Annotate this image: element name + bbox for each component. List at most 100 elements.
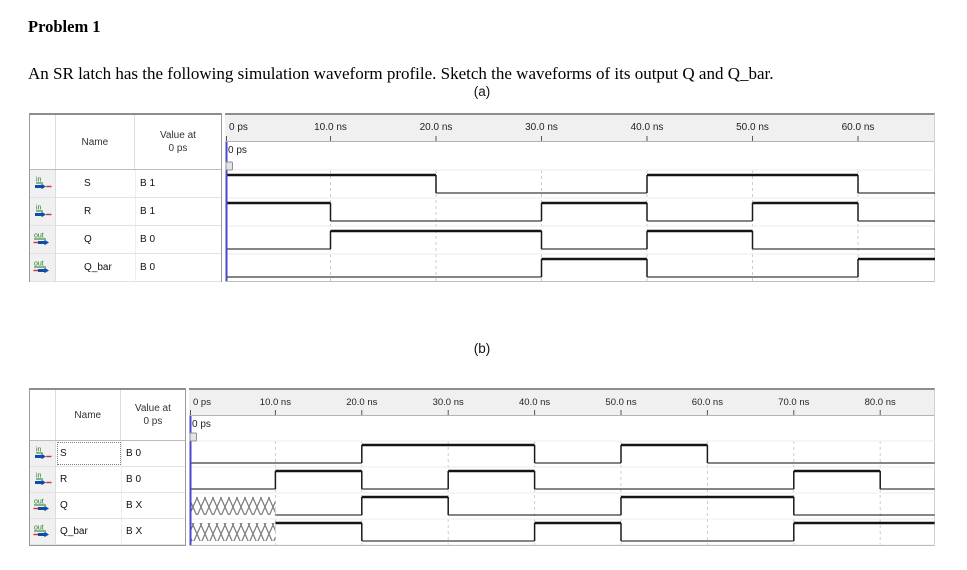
cursor-time-label: 0 ps <box>192 419 211 430</box>
timeline-tick-label: 10.0 ns <box>314 122 347 134</box>
port-icon-column-header <box>30 115 56 169</box>
waveform-canvas[interactable] <box>189 390 935 545</box>
timeline-tick-label: 70.0 ns <box>778 396 810 408</box>
signal-name-label: R <box>56 198 136 225</box>
value-column-header: Value at 0 ps <box>135 115 221 169</box>
signal-name-label: R <box>56 467 122 492</box>
timeline-tick-label: 20.0 ns <box>346 396 378 408</box>
signal-row-R[interactable]: in R B 0 <box>30 467 185 493</box>
value-header-line1: Value at <box>134 403 171 414</box>
signal-value-label: B 0 <box>126 474 142 485</box>
table-header: Name Value at 0 ps <box>30 115 221 170</box>
timeline-zero-label: 0 ps <box>193 396 211 408</box>
svg-text:out: out <box>34 499 44 506</box>
signal-name-label: S <box>56 170 136 197</box>
port-in-icon: in <box>34 205 51 218</box>
signal-row-R[interactable]: in R B 1 <box>30 198 221 226</box>
signal-name-label: Q_bar <box>56 519 122 544</box>
signal-value-label: B 0 <box>140 234 156 245</box>
value-header-line2: 0 ps <box>168 143 188 154</box>
timeline-tick-label: 40.0 ns <box>630 122 664 134</box>
cursor-time-label: 0 ps <box>228 145 247 156</box>
name-column-header: Name <box>56 390 121 440</box>
signal-name-label: Q_bar <box>56 254 136 281</box>
cursor-handle[interactable] <box>189 432 197 442</box>
svg-text:in: in <box>36 205 42 212</box>
timeline-tick-label: 60.0 ns <box>841 122 875 134</box>
port-direction-cell: in <box>30 441 56 466</box>
signal-value-label: B 1 <box>140 178 156 189</box>
port-direction-cell: in <box>30 170 56 197</box>
signal-value-label: B X <box>126 526 143 537</box>
port-icon-column-header <box>30 390 56 440</box>
port-direction-cell: out <box>30 226 56 253</box>
signal-name-label: S <box>56 441 122 466</box>
signal-value-label: B 0 <box>126 448 142 459</box>
timeline-tick-label: 30.0 ns <box>525 122 558 134</box>
name-column-header: Name <box>56 115 135 169</box>
svg-text:in: in <box>36 447 42 454</box>
signal-value-label: B X <box>126 500 143 511</box>
waveform-trace-Q <box>226 229 935 250</box>
waveform-view-a: 0 ps 10.0 ns 20.0 ns 30.0 ns 40.0 ns 50.0 ns… <box>225 113 935 282</box>
waveform-canvas[interactable] <box>225 115 935 281</box>
timeline-tick-label: 50.0 ns <box>736 122 769 134</box>
table-header: Name Value at 0 ps <box>30 390 185 441</box>
signal-name-label: Q <box>56 226 136 253</box>
waveform-trace-Q <box>190 495 935 516</box>
value-header-line1: Value at <box>159 130 196 141</box>
signal-row-Q[interactable]: out Q B 0 <box>30 226 221 254</box>
port-in-icon: in <box>34 177 51 190</box>
waveform-trace-Q_bar <box>226 257 935 278</box>
waveform-trace-R <box>226 201 935 222</box>
signal-value-label: B 0 <box>140 262 156 273</box>
signal-row-Q_bar[interactable]: out Q_bar B 0 <box>30 254 221 282</box>
port-in-icon: in <box>34 473 51 486</box>
port-direction-cell: out <box>30 519 56 544</box>
signal-row-Q[interactable]: out Q B X <box>30 493 185 519</box>
port-direction-cell: out <box>30 254 56 281</box>
port-direction-cell: in <box>30 198 56 225</box>
waveform-trace-S <box>226 173 935 194</box>
unknown-value-hatch <box>190 497 276 515</box>
svg-text:out: out <box>34 233 44 240</box>
port-out-icon: out <box>33 261 49 274</box>
panel-a-label: (a) <box>473 84 491 99</box>
unknown-value-hatch <box>190 523 276 541</box>
timeline-tick-label: 20.0 ns <box>419 122 453 134</box>
cursor-handle[interactable] <box>225 161 233 171</box>
problem-statement: An SR latch has the following simulation… <box>28 64 774 83</box>
timeline-zero-label: 0 ps <box>229 122 248 134</box>
signal-row-Q_bar[interactable]: out Q_bar B X <box>30 519 185 545</box>
value-header-line2: 0 ps <box>143 416 163 427</box>
svg-text:out: out <box>34 261 44 268</box>
problem-title: Problem 1 <box>28 17 101 37</box>
port-direction-cell: out <box>30 493 56 518</box>
panel-b-label: (b) <box>473 341 491 356</box>
timeline-header[interactable]: 0 ps 10.0 ns 20.0 ns 30.0 ns 40.0 ns 50.0 ns… <box>225 115 934 142</box>
timeline-tick-label: 80.0 ns <box>864 396 896 408</box>
value-column-header: Value at 0 ps <box>121 390 185 440</box>
svg-text:in: in <box>36 177 42 184</box>
port-out-icon: out <box>33 233 49 246</box>
timeline-tick-label: 30.0 ns <box>432 396 464 408</box>
signal-row-S[interactable]: in S B 1 <box>30 170 221 198</box>
waveform-trace-Q_bar <box>190 521 935 542</box>
port-direction-cell: in <box>30 467 56 492</box>
waveform-trace-R <box>190 469 935 490</box>
signal-name-label: Q <box>56 493 122 518</box>
timeline-tick-label: 50.0 ns <box>605 396 637 408</box>
waveform-trace-S <box>190 443 935 464</box>
timeline-tick-label: 60.0 ns <box>691 396 723 408</box>
signal-value-label: B 1 <box>140 206 156 217</box>
signal-row-S[interactable]: in S B 0 <box>30 441 185 467</box>
svg-text:out: out <box>34 525 44 532</box>
